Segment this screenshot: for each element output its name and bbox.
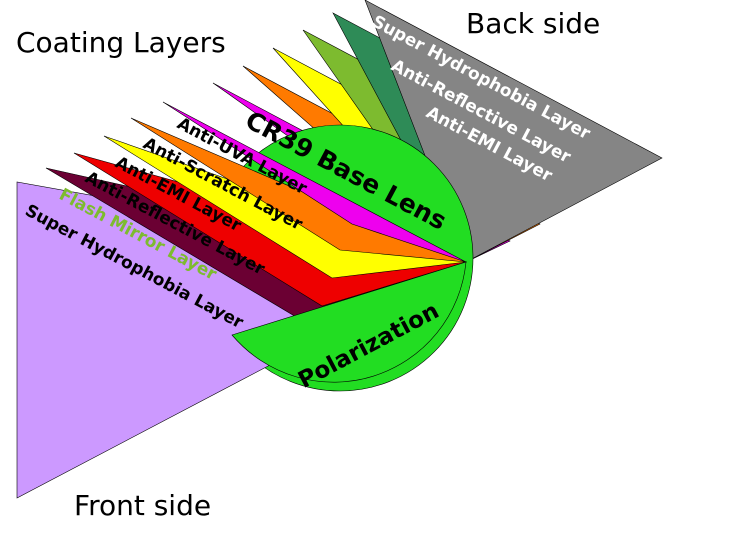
front-side-label: Front side [74,489,211,522]
front-layer-1 [162,101,467,263]
back-side-label: Back side [466,7,600,40]
back-layer-1 [364,0,663,263]
diagram-title: Coating Layers [16,26,226,59]
polarization-region [231,261,467,383]
polarization-group: Polarization [231,261,467,394]
